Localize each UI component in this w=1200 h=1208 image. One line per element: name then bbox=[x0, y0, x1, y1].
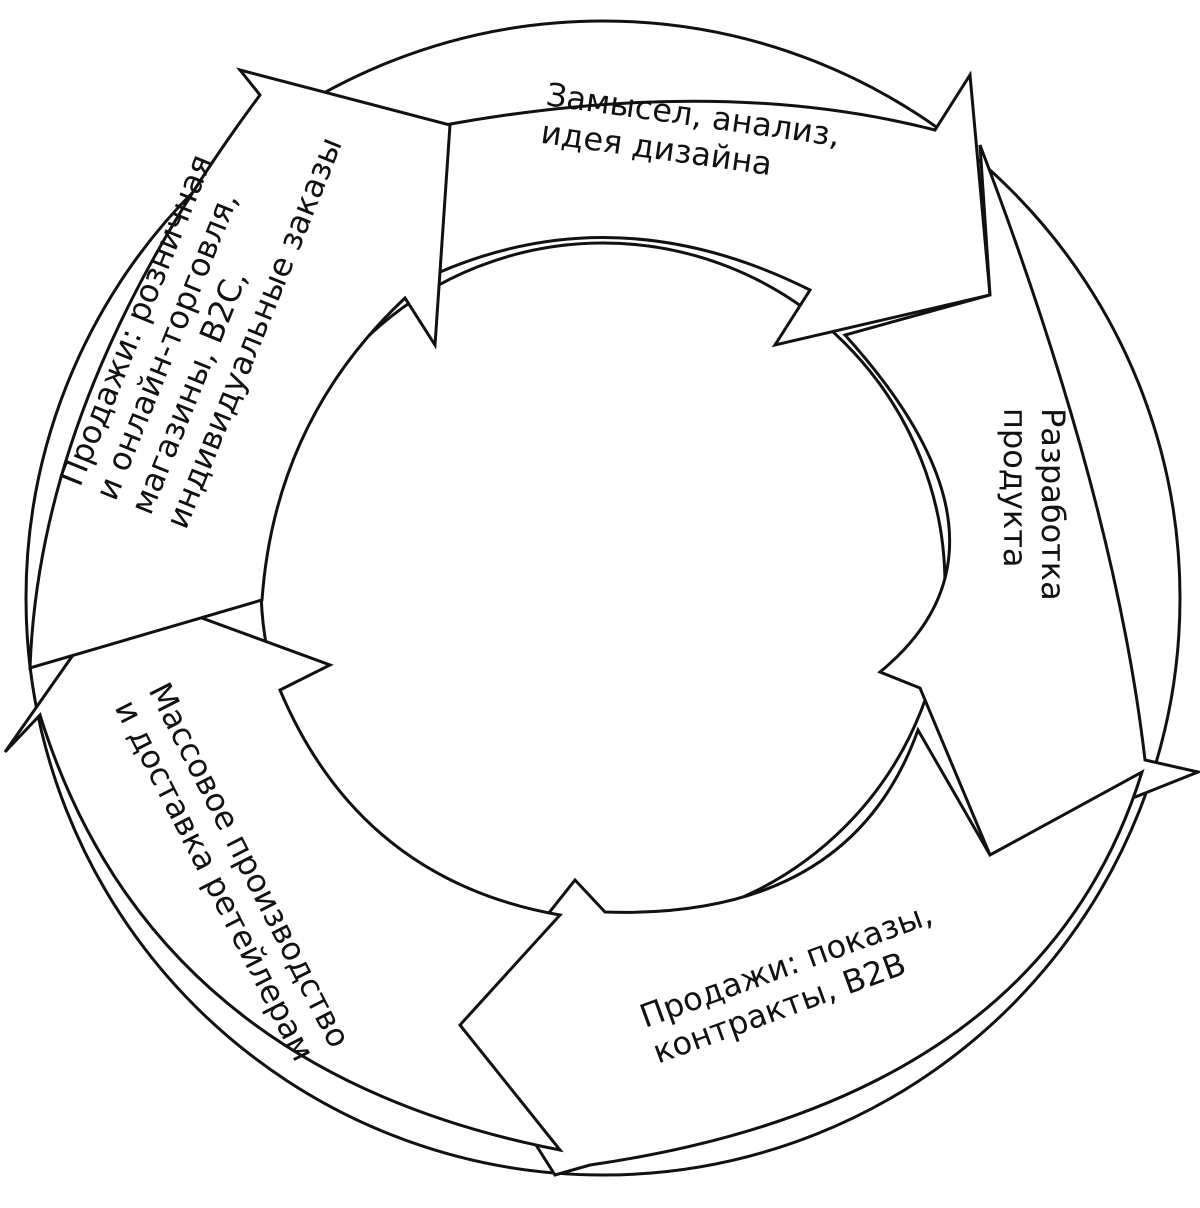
outer-ring bbox=[24, 19, 1182, 1177]
stage-label-product-development: Разработка продукта bbox=[996, 408, 1072, 611]
arrow-b2b-sales bbox=[458, 726, 1145, 1177]
arrow-concept bbox=[438, 70, 992, 348]
arrow-product-development bbox=[842, 144, 1200, 857]
arrow-mass-production bbox=[3, 586, 564, 1153]
arrow-retail-sales bbox=[28, 67, 452, 671]
